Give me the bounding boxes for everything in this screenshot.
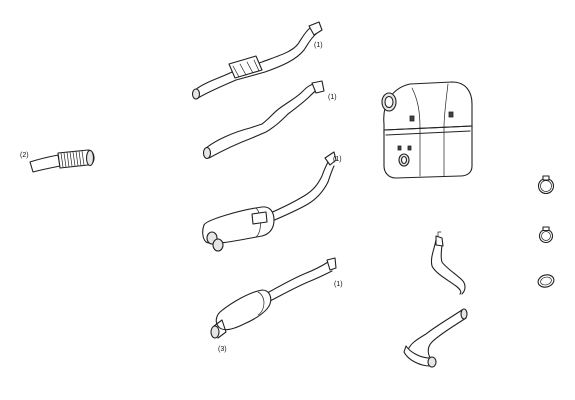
label-part-1-rear-muffler: (1) [334, 281, 343, 288]
label-part-1-intermediate-pipe: (1) [328, 94, 337, 101]
label-part-1-front-pipe: (1) [314, 42, 323, 49]
label-part-1-center-muffler: (1) [333, 156, 342, 163]
label-part-2-flex-pipe: (2) [20, 152, 29, 159]
label-part-3-tail: (3) [218, 346, 227, 353]
